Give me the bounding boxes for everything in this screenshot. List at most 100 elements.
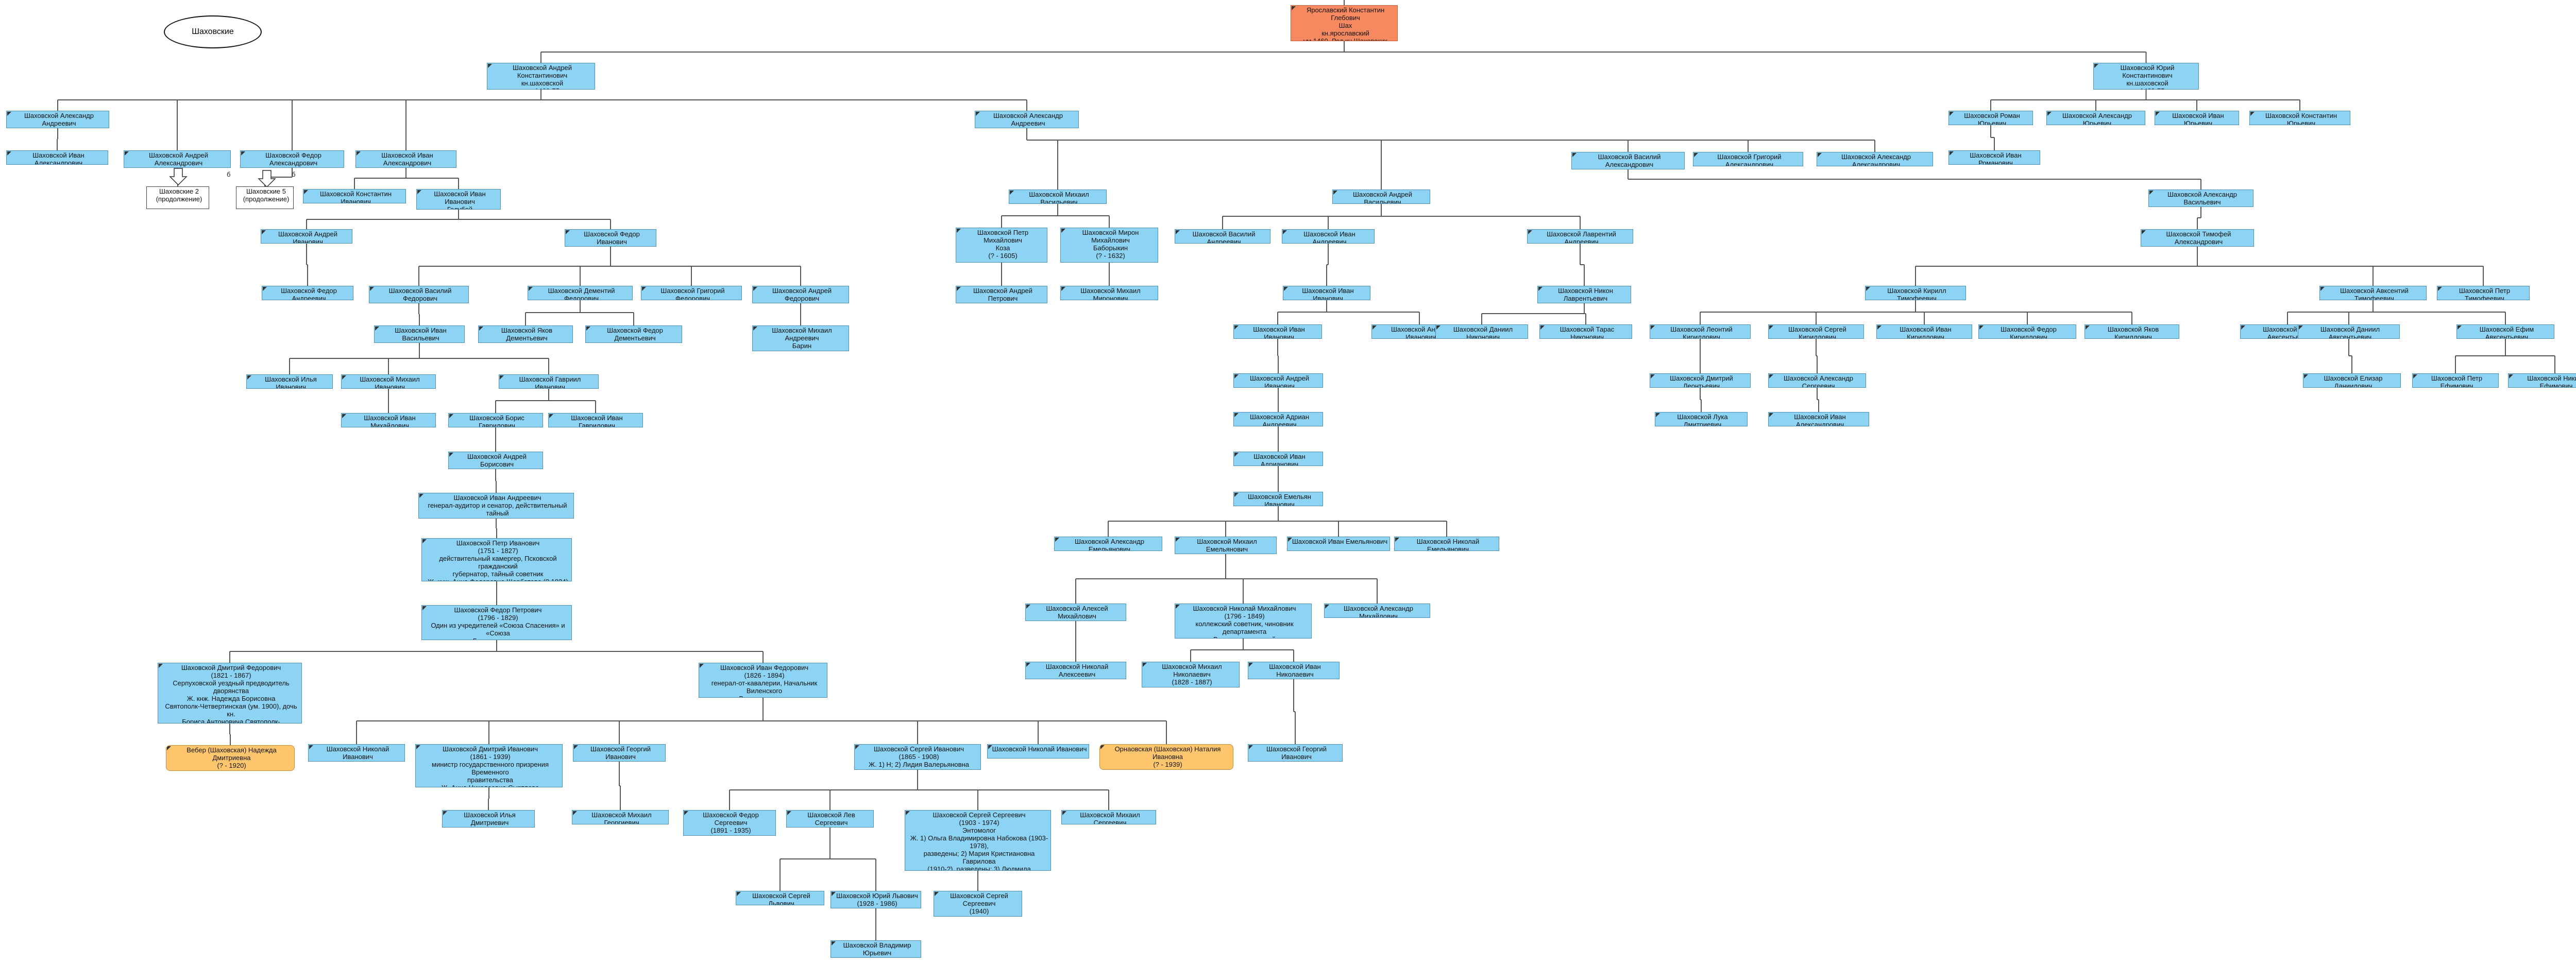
- person-node[interactable]: Шаховской Иван Кириллович: [1876, 324, 1972, 339]
- person-node[interactable]: Шаховской Юрий Константинович кн.шаховск…: [2093, 63, 2199, 90]
- person-node[interactable]: Шаховской Андрей Федорович (? - 1627): [752, 286, 849, 303]
- person-node[interactable]: Шаховской Иван Васильевич (? - 1652): [374, 325, 465, 343]
- root-node[interactable]: Ярославский Константин Глебович Шах кн.я…: [1291, 5, 1398, 41]
- continuation-note[interactable]: Шаховские 2 (продолжение): [146, 186, 209, 209]
- person-node[interactable]: Шаховской Федор Дементьевич (? - 1658): [585, 325, 682, 343]
- person-node[interactable]: Шаховской Борис Гаврилович: [448, 413, 543, 427]
- person-node[interactable]: Шаховской Иван Юрьевич: [2155, 111, 2239, 125]
- person-node[interactable]: Шаховской Мирон Михайлович Баборыкин (? …: [1060, 228, 1158, 263]
- person-node[interactable]: Шаховской Александр Юрьевич: [2046, 111, 2145, 125]
- person-node[interactable]: Шаховской Сергей Сергеевич (1940) От 2го…: [934, 891, 1022, 917]
- person-node[interactable]: Шаховской Даниил Авксентьевич: [2298, 324, 2400, 339]
- person-node[interactable]: Шаховской Александр Андреевич Деменка: [6, 111, 109, 128]
- person-node[interactable]: Шаховской Федор Александрович 6я ВЕТВЬ: [240, 150, 344, 168]
- person-node[interactable]: Шаховской Никита Ефимович: [2508, 373, 2576, 388]
- person-node[interactable]: Шаховской Георгий Иванович (1861 - 1910): [573, 744, 666, 762]
- person-node[interactable]: Шаховской Сергей Львович: [736, 891, 824, 905]
- person-node[interactable]: Шаховской Андрей Иванович: [1233, 373, 1323, 388]
- person-node[interactable]: Шаховской Адриан Андреевич: [1233, 412, 1323, 426]
- person-node[interactable]: Шаховской Иван Михайлович: [341, 413, 436, 427]
- person-node[interactable]: Орнаовская (Шаховская) Наталия Ивановна …: [1099, 744, 1233, 770]
- person-node[interactable]: Шаховской Федор Петрович (1796 - 1829) О…: [421, 605, 572, 640]
- person-node[interactable]: Шаховской Василий Андреевич: [1175, 229, 1270, 244]
- person-node[interactable]: Вебер (Шаховская) Надежда Дмитриевна (? …: [166, 745, 295, 771]
- person-node[interactable]: Шаховской Михаил Иванович: [341, 374, 436, 389]
- person-node[interactable]: Шаховской Григорий Федорович: [641, 286, 742, 300]
- person-node[interactable]: Шаховской Александр Михайлович: [1324, 604, 1430, 618]
- person-node[interactable]: Шаховской Федор Сергеевич (1891 - 1935) …: [683, 810, 776, 836]
- person-node[interactable]: Шаховской Николай Михайлович (1796 - 184…: [1175, 604, 1312, 639]
- person-node[interactable]: Шаховской Петр Ефимович: [2412, 373, 2499, 388]
- person-node[interactable]: Шаховской Иван Александрович: [6, 150, 108, 165]
- person-node[interactable]: Шаховской Сергей Сергеевич (1903 - 1974)…: [905, 810, 1051, 871]
- person-node[interactable]: Шаховской Кирилл Тимофеевич: [1865, 286, 1966, 300]
- person-node[interactable]: Шаховской Роман Юрьевич: [1948, 111, 2033, 125]
- person-node[interactable]: Шаховской Федор Кириллович: [1978, 324, 2076, 339]
- person-node[interactable]: Шаховской Авксентий Тимофеевич: [2319, 286, 2427, 300]
- person-node[interactable]: Шаховской Иван Романович: [1948, 150, 2040, 165]
- person-node[interactable]: Шаховской Михаил Андреевич Барин (? - 16…: [752, 325, 849, 351]
- person-node[interactable]: Шаховской Иван Федорович (1826 - 1894) г…: [699, 663, 827, 698]
- person-node[interactable]: Шаховской Илья Иванович: [246, 374, 333, 389]
- person-node[interactable]: Шаховской Яков Кириллович: [2084, 324, 2179, 339]
- person-node[interactable]: Шаховской Владимир Юрьевич (1947): [831, 940, 921, 958]
- person-node[interactable]: Шаховской Емельян Иванович: [1233, 492, 1323, 506]
- person-node[interactable]: Шаховской Николай Емельянович: [1394, 537, 1499, 551]
- person-node[interactable]: Шаховской Василий Александрович 8я ВЕТВЬ: [1571, 152, 1685, 169]
- person-node[interactable]: Шаховской Николай Иванович: [987, 744, 1089, 759]
- person-node[interactable]: Шаховской Михаил Миронович: [1060, 286, 1158, 300]
- person-node[interactable]: Шаховской Андрей Васильевич: [1332, 190, 1430, 204]
- person-node[interactable]: Шаховской Иван Адрианович: [1233, 452, 1323, 466]
- person-node[interactable]: Шаховской Лука Дмитриевич: [1655, 412, 1748, 426]
- person-node[interactable]: Шаховской Георгий Иванович (1861 - 1894): [1248, 744, 1343, 762]
- person-node[interactable]: Шаховской Николай Иванович (1857 - 1906): [308, 744, 405, 762]
- person-node[interactable]: Шаховской Василий Федорович Баран: [369, 286, 469, 303]
- person-node[interactable]: Шаховской Михаил Васильевич: [1009, 190, 1107, 204]
- person-node[interactable]: Шаховской Иван Иванович Голубой: [416, 189, 501, 210]
- person-node[interactable]: Шаховской Иван Емельянович: [1287, 537, 1390, 551]
- person-node[interactable]: Шаховской Дмитрий Леонтьевич: [1650, 373, 1751, 388]
- person-node[interactable]: Шаховской Алексей Михайлович (1795 - 186…: [1025, 604, 1126, 621]
- person-node[interactable]: Шаховской Ефим Авксентьевич: [2456, 324, 2554, 339]
- person-node[interactable]: Шаховской Михаил Емельянович (? - 1810): [1175, 537, 1277, 554]
- person-node[interactable]: Шаховской Григорий Александрович: [1693, 152, 1803, 166]
- person-node[interactable]: Шаховской Николай Алексеевич (1827 - ?): [1025, 662, 1126, 679]
- person-node[interactable]: Шаховской Андрей Александрович (4я ВЕТВЬ…: [124, 150, 231, 168]
- person-node[interactable]: Шаховской Иван Андреевич генерал-аудитор…: [418, 493, 574, 519]
- person-node[interactable]: Шаховской Федор Андреевич: [262, 286, 353, 300]
- person-node[interactable]: Шаховской Александр Сергеевич: [1768, 373, 1866, 388]
- person-node[interactable]: Шаховской Даниил Никонович: [1435, 324, 1528, 339]
- person-node[interactable]: Шаховской Александр Андреевич Шемяка: [975, 111, 1079, 128]
- person-node[interactable]: Шаховской Илья Дмитриевич (1887 - 1915): [442, 810, 535, 828]
- person-node[interactable]: Шаховской Иван Александрович: [1768, 412, 1869, 426]
- person-node[interactable]: Шаховской Александр Емельянович: [1054, 537, 1162, 551]
- continuation-note[interactable]: Шаховские 5 (продолжение): [236, 186, 294, 209]
- person-node[interactable]: Шаховской Гавриил Иванович: [499, 374, 599, 389]
- person-node[interactable]: Шаховской Михаил Георгиевич: [572, 810, 669, 824]
- person-node[interactable]: Шаховской Дмитрий Федорович (1821 - 1867…: [158, 663, 302, 724]
- person-node[interactable]: Шаховской Андрей Константинович кн.шахов…: [487, 63, 595, 90]
- person-node[interactable]: Шаховской Иван Александрович 7я ВЕТВЬ: [355, 150, 456, 168]
- person-node[interactable]: Шаховской Петр Иванович (1751 - 1827) де…: [421, 538, 572, 581]
- person-node[interactable]: Шаховской Андрей Иванович: [261, 229, 352, 244]
- person-node[interactable]: Шаховской Сергей Кириллович: [1768, 324, 1864, 339]
- person-node[interactable]: Шаховской Иван Гаврилович: [548, 413, 643, 427]
- person-node[interactable]: Шаховской Дементий Федорович: [528, 286, 633, 300]
- person-node[interactable]: Шаховской Петр Михайлович Коза (? - 1605…: [956, 228, 1047, 263]
- person-node[interactable]: Шаховской Лаврентий Андреевич: [1527, 229, 1633, 244]
- person-node[interactable]: Шаховской Александр Васильевич: [2148, 190, 2253, 207]
- person-node[interactable]: Шаховской Лев Сергеевич (1893 - 1958): [786, 810, 874, 828]
- person-node[interactable]: Шаховской Никон Лаврентьевич: [1537, 286, 1631, 303]
- person-node[interactable]: Шаховской Федор Иванович Долгой: [565, 229, 656, 247]
- person-node[interactable]: Шаховской Андрей Петрович (? - 1632): [956, 286, 1047, 303]
- person-node[interactable]: Шаховской Тимофей Александрович Глупок: [2141, 229, 2254, 247]
- person-node[interactable]: Шаховской Андрей Борисович (? - 1779): [448, 452, 543, 469]
- person-node[interactable]: Шаховской Иван Андреевич: [1282, 229, 1375, 244]
- person-node[interactable]: Шаховской Елизар Даниилович: [2303, 373, 2401, 388]
- person-node[interactable]: Шаховской Константин Иванович: [303, 189, 406, 203]
- person-node[interactable]: Шаховской Александр Александрович: [1817, 152, 1933, 166]
- person-node[interactable]: Шаховской Леонтий Кириллович: [1650, 324, 1751, 339]
- person-node[interactable]: Шаховской Яков Дементьевич (? - 1654): [478, 325, 573, 343]
- person-node[interactable]: Шаховской Михаил Николаевич (1828 - 1887…: [1142, 662, 1240, 687]
- person-node[interactable]: Шаховской Юрий Львович (1928 - 1986): [831, 891, 921, 908]
